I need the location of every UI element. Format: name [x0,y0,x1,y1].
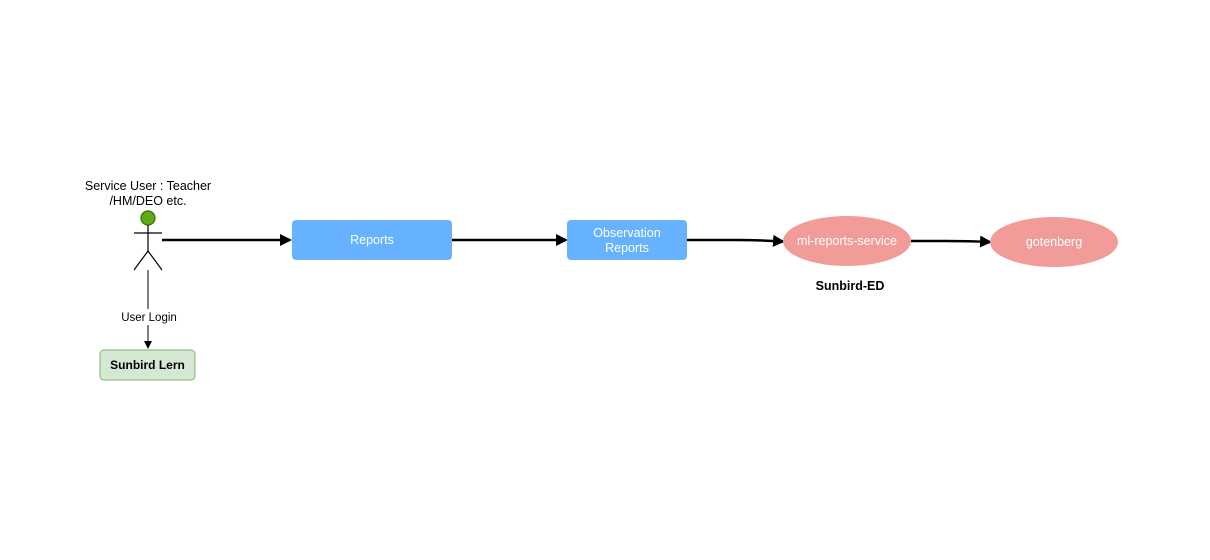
edge-label-bg [116,309,182,325]
node-reports-box [292,220,452,260]
node-observation-reports-box [567,220,687,260]
edge-ml-reports-service-to-gotenberg[interactable] [911,235,992,248]
node-observation-reports-label-line1: Observation [593,226,660,240]
actor-leg-left [133,250,149,271]
actor-head [140,210,156,226]
node-gotenberg-label: gotenberg [1026,235,1082,249]
node-gotenberg-ellipse [990,217,1118,267]
node-reports[interactable]: Reports [292,220,452,260]
actor-label-line1: Service User : Teacher [85,179,211,193]
group-label-sunbird-ed: Sunbird-ED [816,279,885,293]
node-sunbird-lern-box [99,349,196,381]
edge-label-user-login: User Login [121,312,177,324]
node-observation-reports[interactable]: Observation Reports [567,220,687,260]
node-reports-label: Reports [350,233,394,247]
node-ml-reports-service-ellipse [783,216,911,266]
node-ml-reports-service[interactable]: ml-reports-service [783,216,911,266]
node-ml-reports-service-label: ml-reports-service [797,234,897,248]
node-sunbird-lern[interactable]: Sunbird Lern [99,349,196,381]
actor-label-line2: /HM/DEO etc. [109,194,186,208]
node-observation-reports-label-line2: Reports [605,241,649,255]
actor-leg-right [147,250,163,271]
actor-figure[interactable] [133,210,163,271]
node-sunbird-lern-label: Sunbird Lern [110,358,185,372]
edge-observation-reports-to-ml-reports-service[interactable] [687,234,785,247]
node-gotenberg[interactable]: gotenberg [990,217,1118,267]
